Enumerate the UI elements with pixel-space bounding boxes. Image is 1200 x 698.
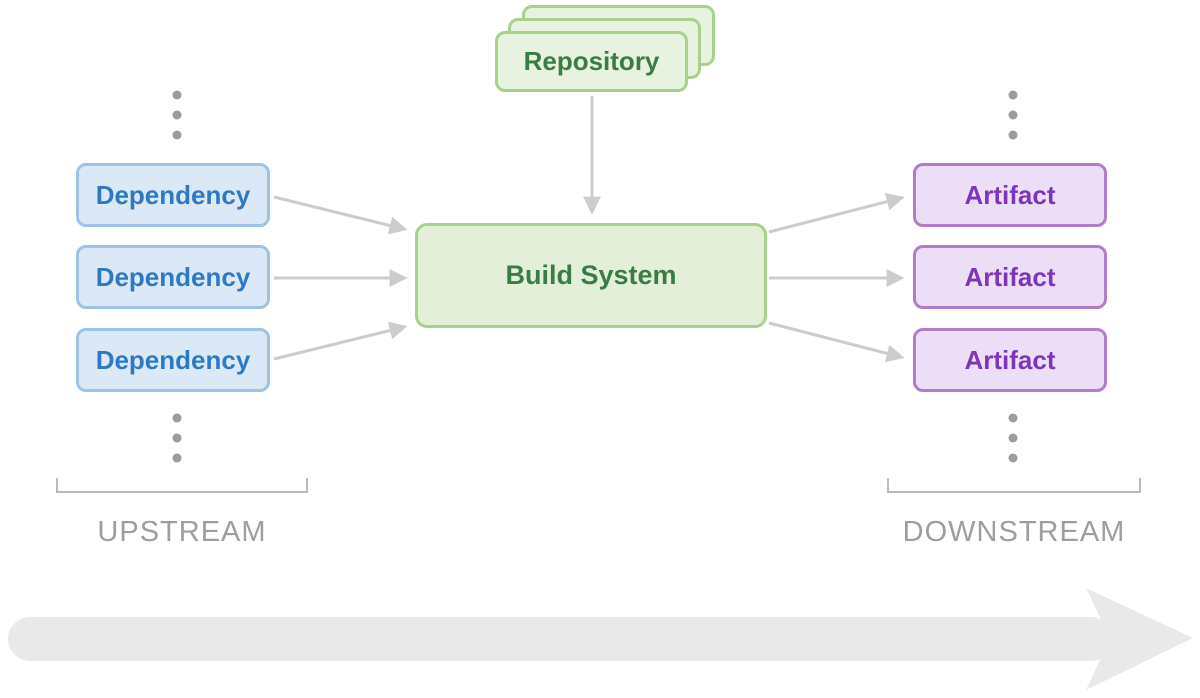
arrow-dependency3-to-build-icon bbox=[273, 321, 408, 361]
repository-node: Repository bbox=[495, 31, 688, 92]
upstream-bracket-icon bbox=[56, 478, 308, 493]
dependency-label: Dependency bbox=[95, 179, 251, 210]
upstream-bottom-ellipsis-icon bbox=[172, 413, 182, 463]
downstream-bracket-icon bbox=[887, 478, 1141, 493]
upstream-top-ellipsis-icon bbox=[172, 90, 182, 140]
upstream-zone-label: UPSTREAM bbox=[97, 516, 267, 548]
dependency-node-3: Dependency bbox=[76, 328, 270, 392]
artifact-label: Artifact bbox=[964, 344, 1056, 375]
artifact-node-2: Artifact bbox=[913, 245, 1107, 309]
timeline-arrow-icon bbox=[8, 588, 1193, 690]
arrow-build-to-artifact1-icon bbox=[768, 192, 905, 234]
artifact-label: Artifact bbox=[964, 179, 1056, 210]
arrow-build-to-artifact3-icon bbox=[768, 321, 905, 363]
build-system-node: Build System bbox=[415, 223, 767, 328]
arrows-build-to-artifacts bbox=[768, 192, 905, 363]
artifact-node-1: Artifact bbox=[913, 163, 1107, 227]
artifact-node-3: Artifact bbox=[913, 328, 1107, 392]
downstream-top-ellipsis-icon bbox=[1008, 90, 1018, 140]
arrows-dependencies-to-build bbox=[273, 195, 408, 361]
dependency-node-2: Dependency bbox=[76, 245, 270, 309]
downstream-bottom-ellipsis-icon bbox=[1008, 413, 1018, 463]
build-system-label: Build System bbox=[505, 260, 677, 290]
downstream-zone-label: DOWNSTREAM bbox=[902, 516, 1126, 548]
repository-label: Repository bbox=[523, 46, 660, 76]
dependency-label: Dependency bbox=[95, 344, 251, 375]
dependency-label: Dependency bbox=[95, 261, 251, 292]
arrow-dependency1-to-build-icon bbox=[273, 195, 408, 235]
dependency-node-1: Dependency bbox=[76, 163, 270, 227]
artifact-label: Artifact bbox=[964, 261, 1056, 292]
